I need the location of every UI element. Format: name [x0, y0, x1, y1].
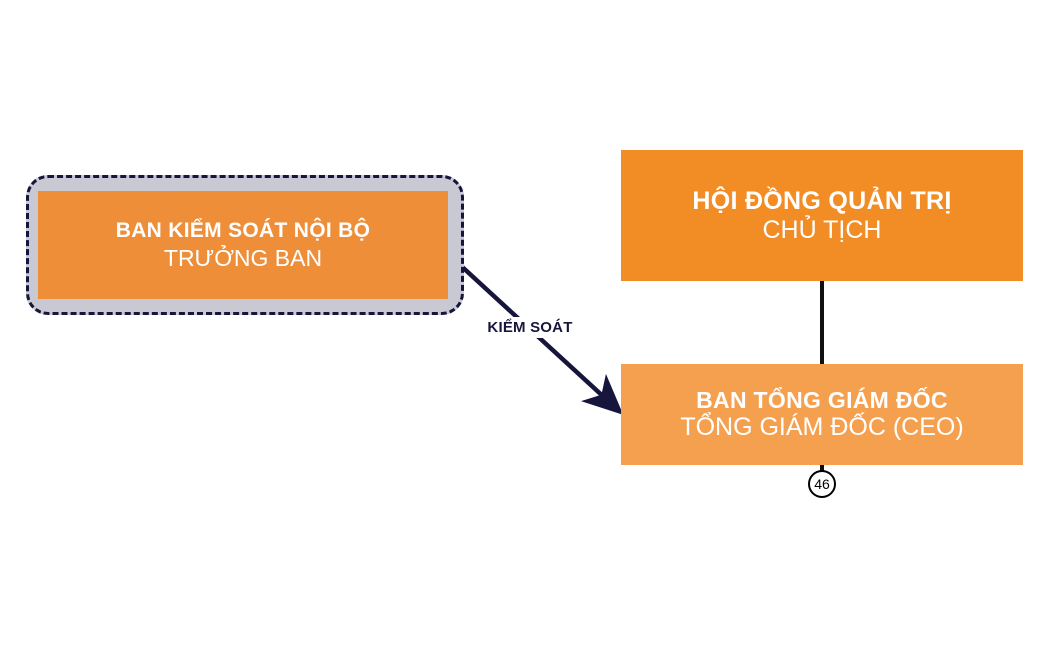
node-board-of-directors[interactable]: HỘI ĐỒNG QUẢN TRỊ CHỦ TỊCH [621, 150, 1023, 281]
page-reference-marker: 46 [808, 470, 836, 498]
node-executive-board[interactable]: BAN TỔNG GIÁM ĐỐC TỔNG GIÁM ĐỐC (CEO) [621, 364, 1023, 465]
node-board-of-directors-subtitle: CHỦ TỊCH [762, 216, 882, 244]
node-internal-audit-title: BAN KIỂM SOÁT NỘI BỘ [115, 218, 371, 242]
node-internal-audit-subtitle: TRƯỞNG BAN [163, 244, 323, 271]
node-internal-audit[interactable]: BAN KIỂM SOÁT NỘI BỘ TRƯỞNG BAN [38, 191, 448, 299]
node-executive-board-subtitle: TỔNG GIÁM ĐỐC (CEO) [680, 413, 964, 442]
edge-label-kiem-soat: KIỂM SOÁT [474, 317, 586, 338]
node-board-of-directors-title: HỘI ĐỒNG QUẢN TRỊ [692, 186, 952, 215]
node-executive-board-title: BAN TỔNG GIÁM ĐỐC [696, 387, 948, 414]
